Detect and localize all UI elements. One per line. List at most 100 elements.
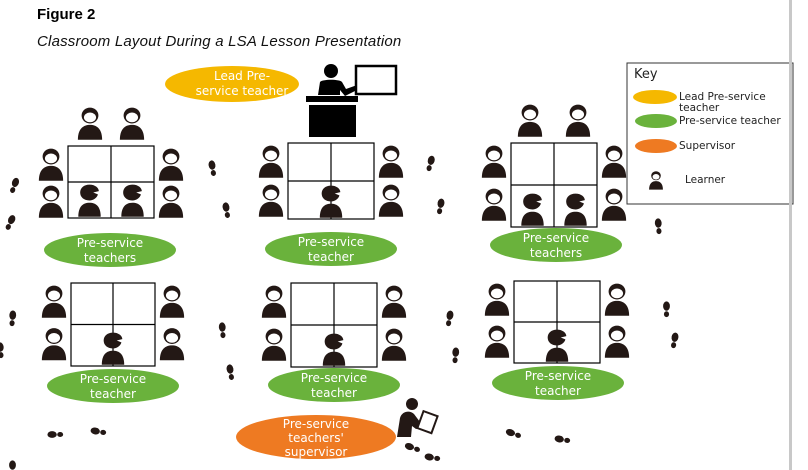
learner-icon [158,185,184,218]
footprint-icon [435,198,446,215]
learner-icon [484,283,510,316]
supervisor-label-line-3: supervisor [285,445,348,459]
preservice-oval [268,368,400,402]
lead-teacher-figure [306,64,398,137]
learner-icon [517,104,543,137]
lead-oval [165,66,299,102]
learner-icon [261,285,287,318]
preservice-oval [44,233,176,267]
preservice-label-line: teacher [311,386,357,400]
preservice-oval [490,228,622,262]
footprint-icon [444,310,455,327]
legend-swatch-lead [633,90,677,104]
learner-icon [381,328,407,361]
footprint-icon [9,460,16,470]
preservice-oval [492,366,624,400]
footprint-icon [424,452,441,463]
legend-label-learner: Learner [685,174,726,186]
learner-icon [378,184,404,217]
footprint-icon [451,347,460,364]
learner-icon [381,285,407,318]
learner-icon [481,188,507,221]
learner-icon [565,104,591,137]
supervisor-label-line-2: teachers' [288,431,344,445]
footprint-icon [403,441,421,454]
footprint-icon [3,213,17,232]
preservice-label-line: teacher [308,250,354,264]
supervisor-oval [236,415,396,459]
footprint-icon [207,159,218,177]
learner-icon [119,107,145,140]
learner-icon [258,145,284,178]
legend-label-supervisor: Supervisor [679,140,736,152]
group-tables: Pre-serviceteachersPre-serviceteacherPre… [38,104,630,403]
legend: Key Lead Pre-service teacher Pre-service… [626,62,794,205]
footprint-icon [669,332,680,349]
podium-top [306,96,358,102]
lead-label-line-1: Lead Pre- [214,69,270,83]
supervisor-group: Pre-service teachers' supervisor [236,398,439,459]
legend-title: Key [634,67,658,82]
footprint-icon [8,176,21,194]
preservice-label-line: Pre-service [301,371,367,385]
teacher-head [324,64,338,78]
preservice-label-line: Pre-service [523,231,589,245]
preservice-label-line: Pre-service [298,235,364,249]
learner-icon [41,285,67,318]
legend-label-lead-1: Lead Pre-service [679,91,766,103]
preservice-label-line: teacher [90,387,136,401]
learner-icon [158,148,184,181]
learner-icon [41,328,67,361]
footprint-icon [218,322,227,339]
footprint-icon [221,201,232,219]
legend-swatch-preservice [635,114,677,128]
whiteboard [354,64,398,96]
preservice-label-line: teachers [530,246,582,260]
legend-label-preservice: Pre-service teacher [679,115,781,127]
figure-title: Classroom Layout During a LSA Lesson Pre… [37,33,402,50]
learner-icon [159,328,185,361]
learner-icon [481,145,507,178]
footprint-icon [0,342,5,359]
preservice-label-line: Pre-service [80,372,146,386]
learner-icon [258,184,284,217]
learner-icon [601,188,627,221]
preservice-oval [265,232,397,266]
learner-icon [38,185,64,218]
legend-box [626,62,794,205]
preservice-oval [47,369,179,403]
preservice-label-line: teachers [84,251,136,265]
footprint-icon [554,434,571,445]
legend-label-lead-2: teacher [679,102,720,114]
footprint-icon [654,218,663,235]
figure-label: Figure 2 [37,6,96,23]
lead-teacher-label: Lead Pre- service teacher [165,66,299,102]
footprint-icon [47,431,64,438]
preservice-label-line: Pre-service [525,369,591,383]
page-edge [789,0,792,470]
learner-icon [261,328,287,361]
footprint-icon [425,154,436,172]
learner-icon [484,325,510,358]
learner-icon [38,148,64,181]
learner-icon [601,145,627,178]
learner-icon [77,107,103,140]
learner-icon [159,285,185,318]
clipboard-icon [416,409,439,435]
footprint-icon [504,427,522,440]
footprint-icon [90,426,107,437]
podium [309,105,356,137]
footprint-icon [663,301,670,318]
supervisor-label-line-1: Pre-service [283,417,349,431]
supervisor-figure [397,398,439,437]
learner-icon [604,283,630,316]
learner-icon [604,325,630,358]
footprint-icon [225,363,236,381]
